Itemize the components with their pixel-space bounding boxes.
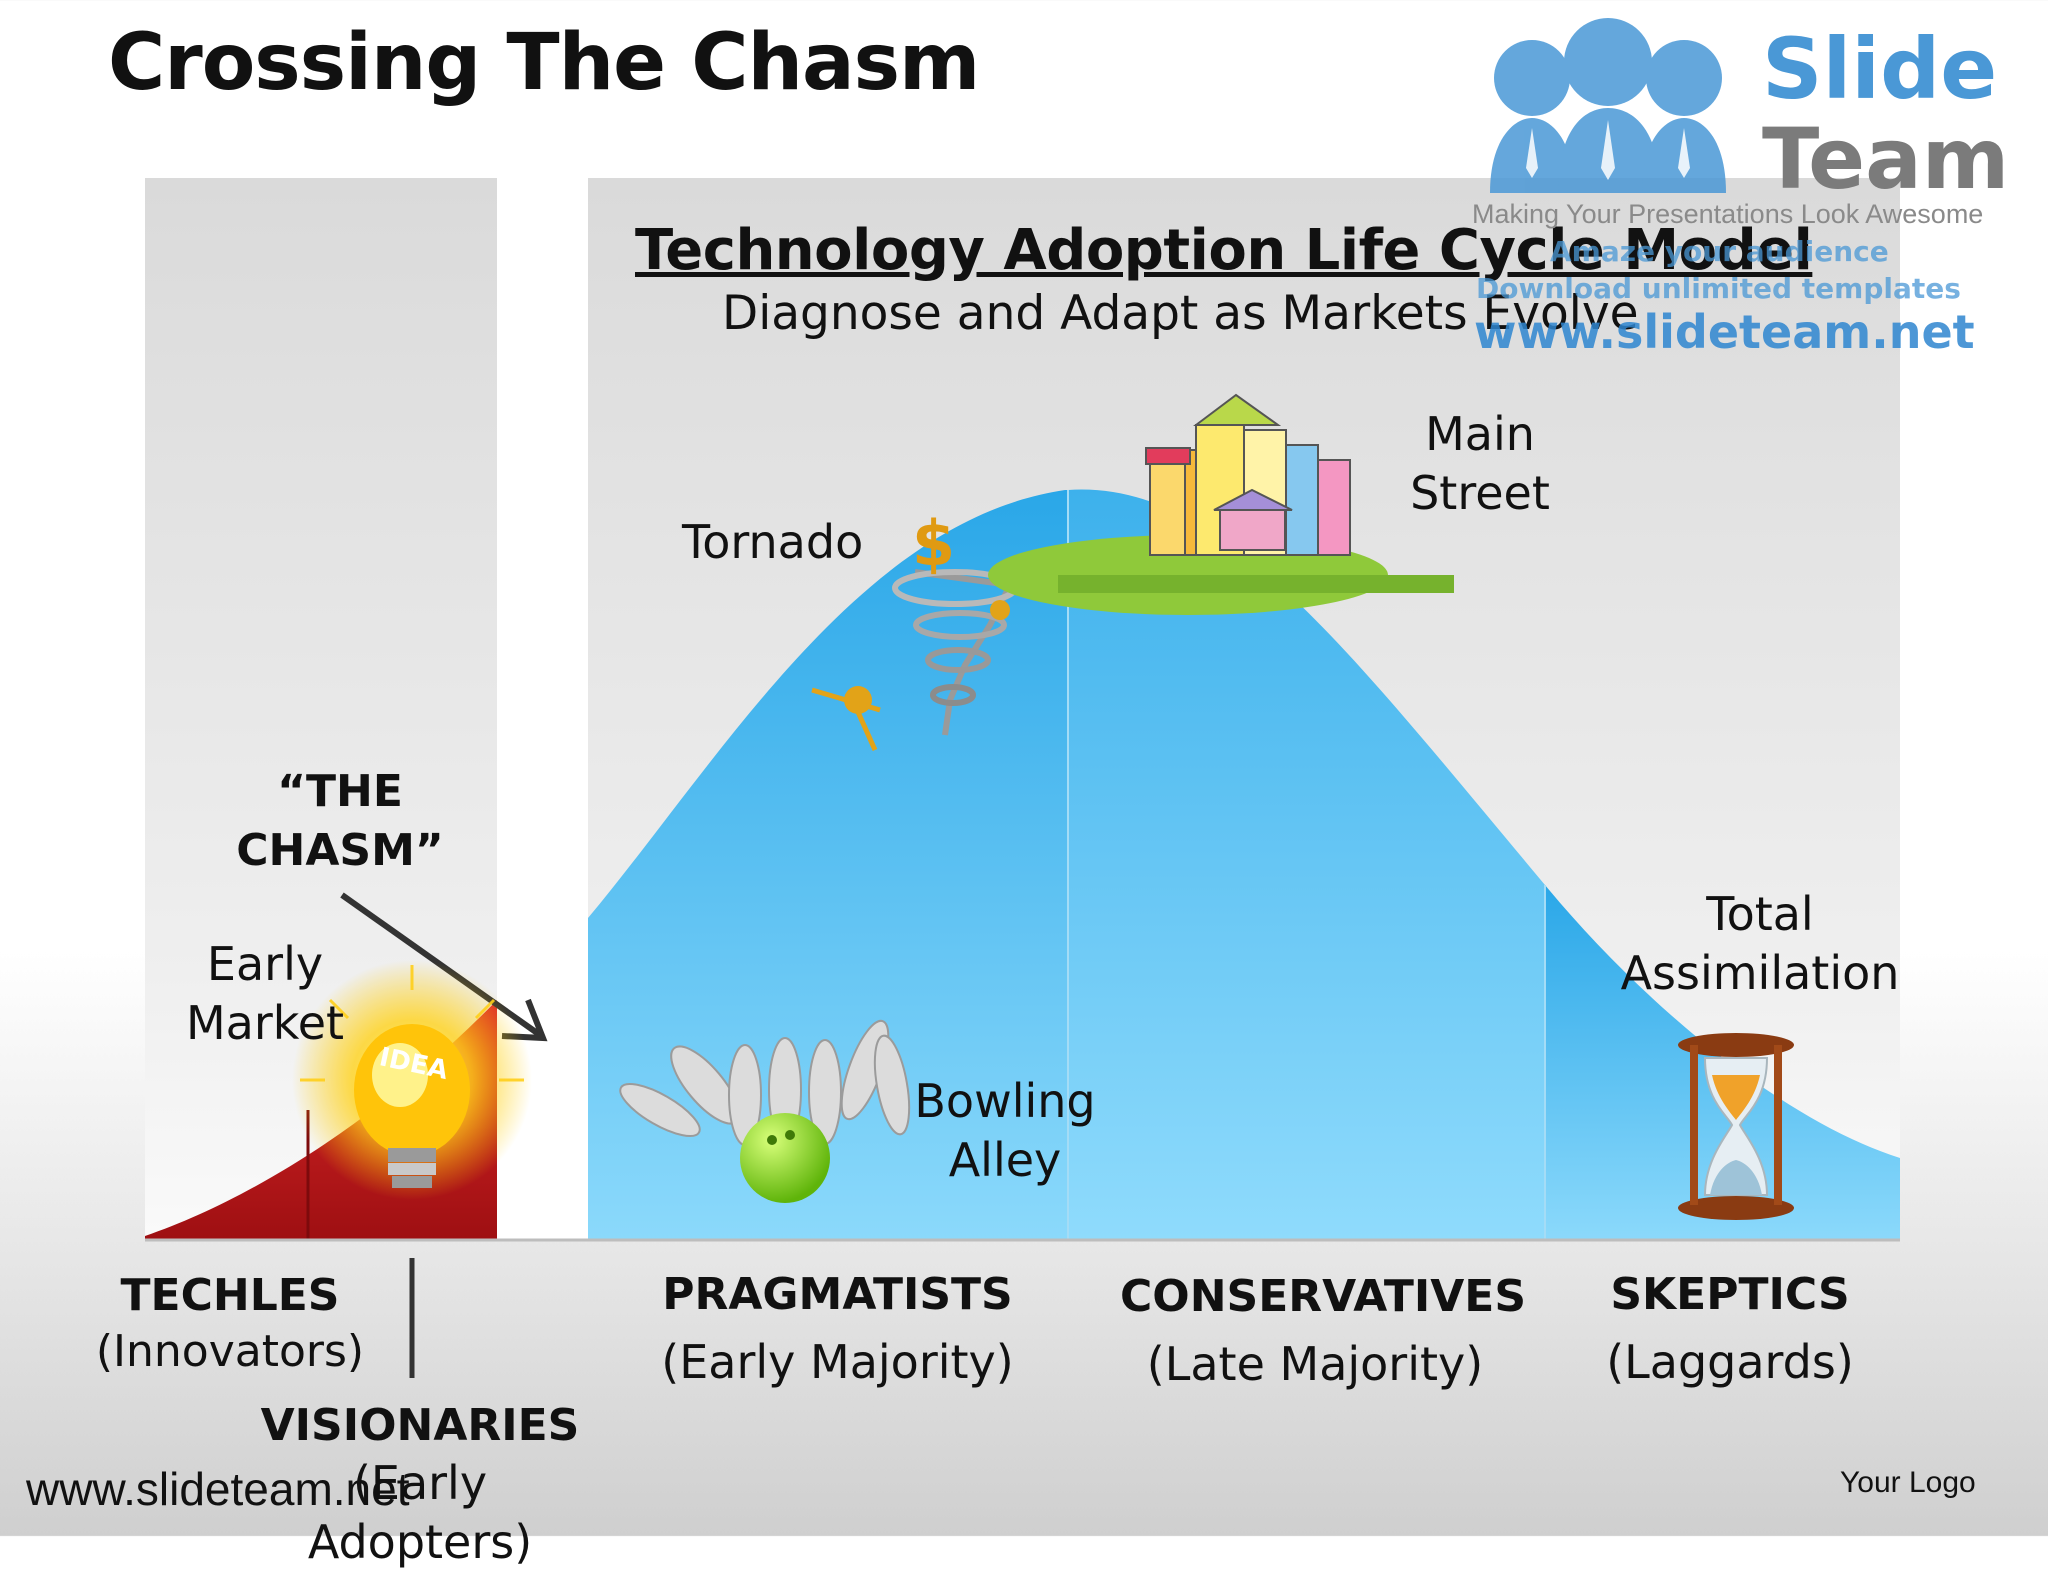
brand-slide: Slide [1762,20,1997,118]
total-line-1: Total [1706,887,1814,941]
footer-url: www.slideteam.net [26,1463,410,1515]
bowling-line-2: Alley [948,1132,1062,1187]
category-name: SKEPTICS [1610,1269,1850,1320]
svg-text:$: $ [912,507,955,580]
diagram-subheading: Diagnose and Adapt as Markets Evolve [722,286,1639,341]
early-market-label: Early Market [180,935,350,1053]
main-street-line-2: Street [1410,465,1550,520]
main-street-line-1: Main [1425,407,1535,461]
hourglass-icon [1678,1033,1794,1220]
category-techles: TECHLES (Innovators) [95,1268,365,1381]
category-pragmatists: PRAGMATISTS (Early Majority) [660,1262,1015,1397]
bowling-icon [619,1019,911,1203]
early-market-line-2: Market [185,995,345,1050]
category-conservatives: CONSERVATIVES (Late Majority) [1120,1264,1527,1399]
slideteam-watermark: Slide Team Making Your Presentations Loo… [1470,18,2030,363]
conservatives-section [1068,489,1545,1240]
watermark-line-2: Download unlimited templates [1476,272,1961,305]
category-sub: (Innovators) [95,1326,365,1378]
bowling-line-1: Bowling [914,1074,1096,1128]
adoption-curve-diagram: IDEA $ [145,178,1900,1378]
brand-tagline: Making Your Presentations Look Awesome [1472,199,1983,229]
pragmatists-section [588,490,1068,1240]
people-logo-icon: Slide Team Making Your Presentations Loo… [1472,18,2009,359]
total-line-2: Assimilation [1620,945,1900,1000]
chasm-line-2: CHASM” [236,825,444,877]
idea-bulb-icon: IDEA [292,960,532,1200]
category-name: PRAGMATISTS [662,1269,1013,1320]
total-assimilation-label: Total Assimilation [1620,885,1900,1003]
category-skeptics: SKEPTICS (Laggards) [1600,1262,1860,1397]
category-name: TECHLES [120,1270,340,1321]
main-street-label: Main Street [1400,405,1560,523]
category-sub: (Early Majority) [661,1335,1014,1389]
watermark-url: www.slideteam.net [1474,305,1975,359]
category-name: VISIONARIES [260,1400,580,1451]
chasm-label: “THE CHASM” [230,762,450,881]
category-sub: (Late Majority) [1146,1337,1484,1391]
bowling-alley-label: Bowling Alley [910,1072,1100,1190]
diagram-heading: Technology Adoption Life Cycle Model [635,218,1813,283]
brand-team: Team [1762,110,2009,208]
page-title: Crossing The Chasm [108,18,980,108]
early-market-line-1: Early [206,937,324,991]
chasm-line-1: “THE [277,766,403,817]
watermark-line-1: Amaze your audience [1550,235,1889,268]
category-sub: (Laggards) [1606,1335,1854,1389]
main-street-icon [988,393,1454,615]
category-name: CONSERVATIVES [1120,1271,1527,1322]
your-logo-placeholder: Your Logo [1840,1466,1976,1499]
tornado-label: Tornado [682,515,864,569]
